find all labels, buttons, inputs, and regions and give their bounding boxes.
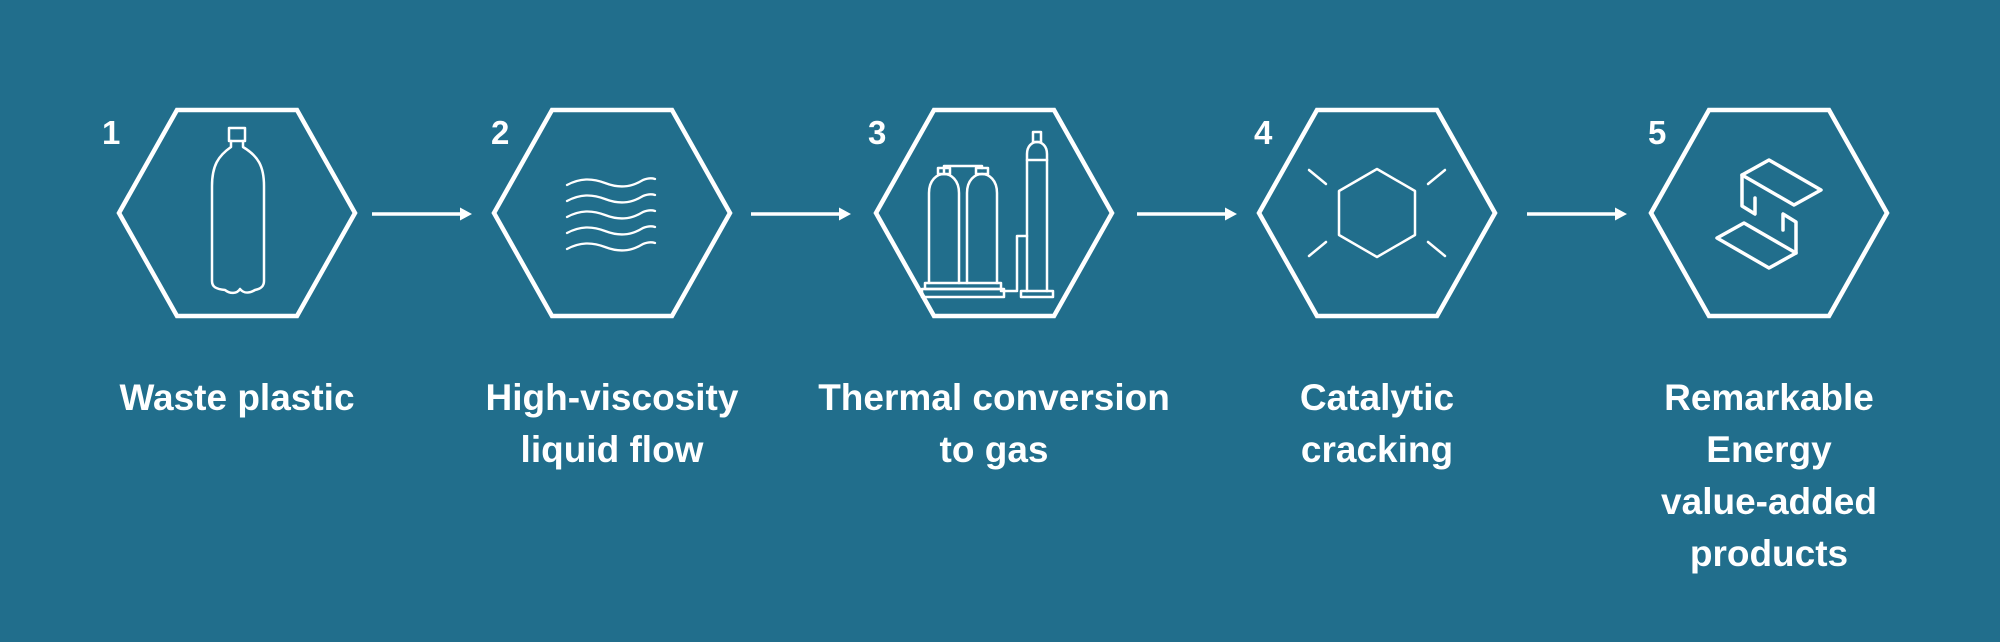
arrow-2-to-3 <box>751 204 851 224</box>
step-number: 5 <box>1648 114 1667 151</box>
step-hexagon <box>1648 107 1890 319</box>
hexagon-cracking-icon <box>1307 167 1447 259</box>
step-hexagon <box>116 107 358 319</box>
arrow-3-to-4 <box>1137 204 1237 224</box>
liquid-flow-waves-icon <box>565 177 657 252</box>
step-label: Remarkable Energy value-added products <box>1661 377 1877 574</box>
step-number: 1 <box>102 114 121 151</box>
gas-tanks-icon <box>920 130 1055 299</box>
step-number: 3 <box>868 114 887 151</box>
step-label: Waste plastic <box>119 377 355 418</box>
step-hexagon <box>491 107 733 319</box>
step-number: 4 <box>1254 114 1273 151</box>
step-label: High-viscosity liquid flow <box>485 377 739 470</box>
step-hexagon <box>1256 107 1498 319</box>
arrow-1-to-2 <box>372 204 472 224</box>
layered-products-icon <box>1715 158 1823 270</box>
plastic-bottle-icon <box>210 126 266 295</box>
arrow-4-to-5 <box>1527 204 1627 224</box>
step-label: Catalytic cracking <box>1299 377 1455 470</box>
step-hexagon <box>873 107 1115 319</box>
step-number: 2 <box>491 114 510 151</box>
step-label: Thermal conversion to gas <box>818 377 1170 470</box>
